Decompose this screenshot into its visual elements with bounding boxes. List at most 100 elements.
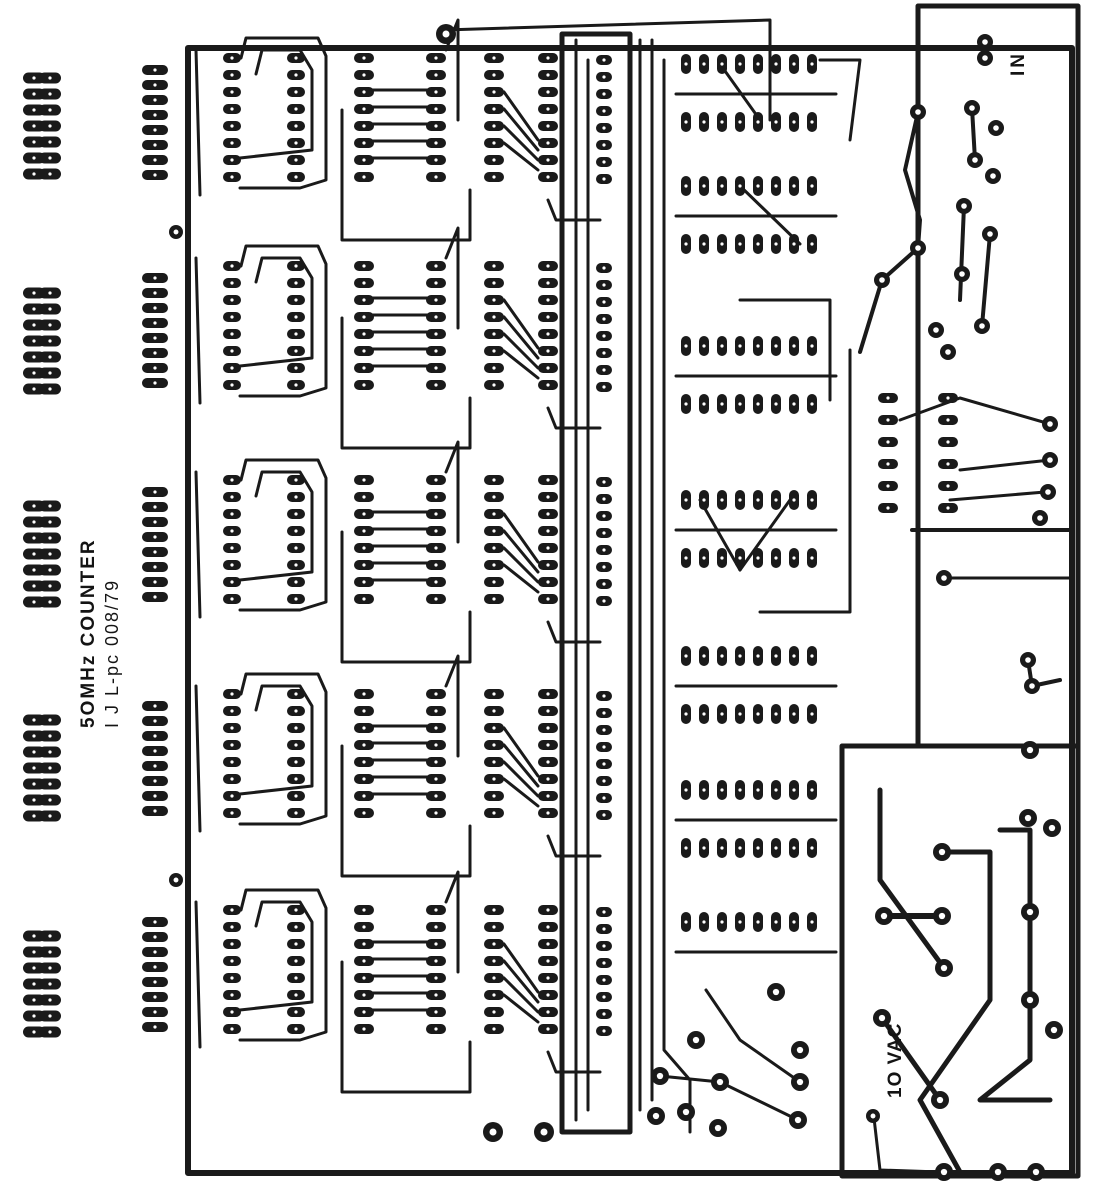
- edge-connector-pad: [142, 170, 168, 180]
- ic-pin-pad: [287, 1007, 305, 1017]
- return-trace: [340, 108, 472, 242]
- board-code: I J L-pc 008/79: [102, 578, 122, 728]
- bus-tap-pad: [596, 331, 612, 341]
- diag-trace: [502, 529, 540, 574]
- edge-trace: [194, 684, 202, 833]
- ic-pin-pad: [538, 808, 558, 818]
- bus-tap-pad: [596, 280, 612, 290]
- display-segment-pad: [23, 120, 45, 132]
- ic-pin-pad: [287, 278, 305, 288]
- ic-pin-pad: [717, 176, 727, 196]
- diag-trace: [502, 349, 540, 380]
- ic-pin-pad: [223, 155, 241, 165]
- ic-pin-pad: [223, 363, 241, 373]
- ic-pin-pad: [771, 490, 781, 510]
- ic-pin-pad: [484, 1024, 504, 1034]
- ic-pin-pad: [354, 172, 374, 182]
- display-segment-pad: [39, 580, 61, 592]
- edge-connector-pad: [142, 487, 168, 497]
- bus-tap-pad: [596, 263, 612, 273]
- component-pad: [1042, 416, 1058, 432]
- ic-pin-pad: [771, 234, 781, 254]
- ic-pin-pad: [484, 138, 504, 148]
- ic-pin-pad: [771, 176, 781, 196]
- component-pad: [1024, 678, 1040, 694]
- ic-pin-pad: [538, 155, 558, 165]
- ic-pin-pad: [699, 838, 709, 858]
- ic-pin-pad: [287, 509, 305, 519]
- ic-pin-pad: [484, 706, 504, 716]
- ic-pin-pad: [223, 577, 241, 587]
- ic-pin-pad: [426, 380, 446, 390]
- display-segment-pad: [39, 946, 61, 958]
- loop-trace: [238, 36, 328, 190]
- ic-pin-pad: [287, 1024, 305, 1034]
- diag-trace: [502, 141, 540, 172]
- component-pad: [711, 1073, 729, 1091]
- ic-pin-pad: [484, 689, 504, 699]
- display-segment-pad: [23, 367, 45, 379]
- ic-pin-pad: [484, 53, 504, 63]
- ic-pin-pad: [287, 492, 305, 502]
- loop-trace: [238, 900, 314, 1012]
- edge-connector-pad: [142, 917, 168, 927]
- bus-tap-pad: [596, 157, 612, 167]
- ic-pin-pad: [223, 922, 241, 932]
- ic-pin-pad: [223, 70, 241, 80]
- ic-pin-pad: [287, 172, 305, 182]
- display-segment-pad: [23, 88, 45, 100]
- display-segment-pad: [23, 319, 45, 331]
- ic-pin-pad: [426, 138, 446, 148]
- ic-pin-pad: [426, 774, 446, 784]
- ic-pin-pad: [354, 808, 374, 818]
- ic-pin-pad: [426, 543, 446, 553]
- ic-pin-pad: [538, 363, 558, 373]
- power-component-pad: [1045, 1021, 1063, 1039]
- ic-pin-pad: [287, 70, 305, 80]
- ic-pin-pad: [426, 70, 446, 80]
- ic-pin-pad: [426, 740, 446, 750]
- diag-trace: [502, 124, 540, 162]
- ic-pin-pad: [538, 261, 558, 271]
- link-trace: [818, 58, 862, 142]
- ic-pin-pad: [426, 922, 446, 932]
- ic-pin-pad: [354, 509, 374, 519]
- top-link-trace: [442, 18, 772, 122]
- ic-pin-pad: [538, 939, 558, 949]
- display-segment-pad: [23, 168, 45, 180]
- edge-connector-pad: [142, 977, 168, 987]
- ic-pin-pad: [735, 838, 745, 858]
- input-trace: [858, 110, 922, 354]
- ic-pin-pad: [699, 176, 709, 196]
- ic-pin-pad: [354, 346, 374, 356]
- bus-tap-pad: [596, 793, 612, 803]
- display-segment-pad: [39, 319, 61, 331]
- display-segment-pad: [23, 978, 45, 990]
- ic-pin-pad: [484, 577, 504, 587]
- ic-pin-pad: [753, 490, 763, 510]
- ic-pin-pad: [807, 176, 817, 196]
- ic-pin-pad: [807, 234, 817, 254]
- ic-pin-pad: [223, 278, 241, 288]
- ic-pin-pad: [735, 394, 745, 414]
- display-segment-pad: [39, 335, 61, 347]
- ic-pin-pad: [354, 104, 374, 114]
- ic-pin-pad: [538, 560, 558, 570]
- copper-traces: [185, 3, 1081, 1179]
- edge-connector-pad: [142, 110, 168, 120]
- edge-connector-pad: [142, 947, 168, 957]
- input-trace: [958, 204, 966, 302]
- ic-pin-pad: [223, 87, 241, 97]
- component-pad: [874, 272, 890, 288]
- ic-pin-pad: [789, 490, 799, 510]
- display-segment-pad: [23, 564, 45, 576]
- edge-connector-pad: [142, 155, 168, 165]
- ic-pin-pad: [484, 594, 504, 604]
- power-trace: [877, 787, 947, 971]
- diag-trace: [502, 332, 540, 370]
- display-segment-pad: [23, 287, 45, 299]
- ic-pin-pad: [771, 780, 781, 800]
- link-trace: [444, 226, 460, 330]
- ic-pin-pad: [807, 112, 817, 132]
